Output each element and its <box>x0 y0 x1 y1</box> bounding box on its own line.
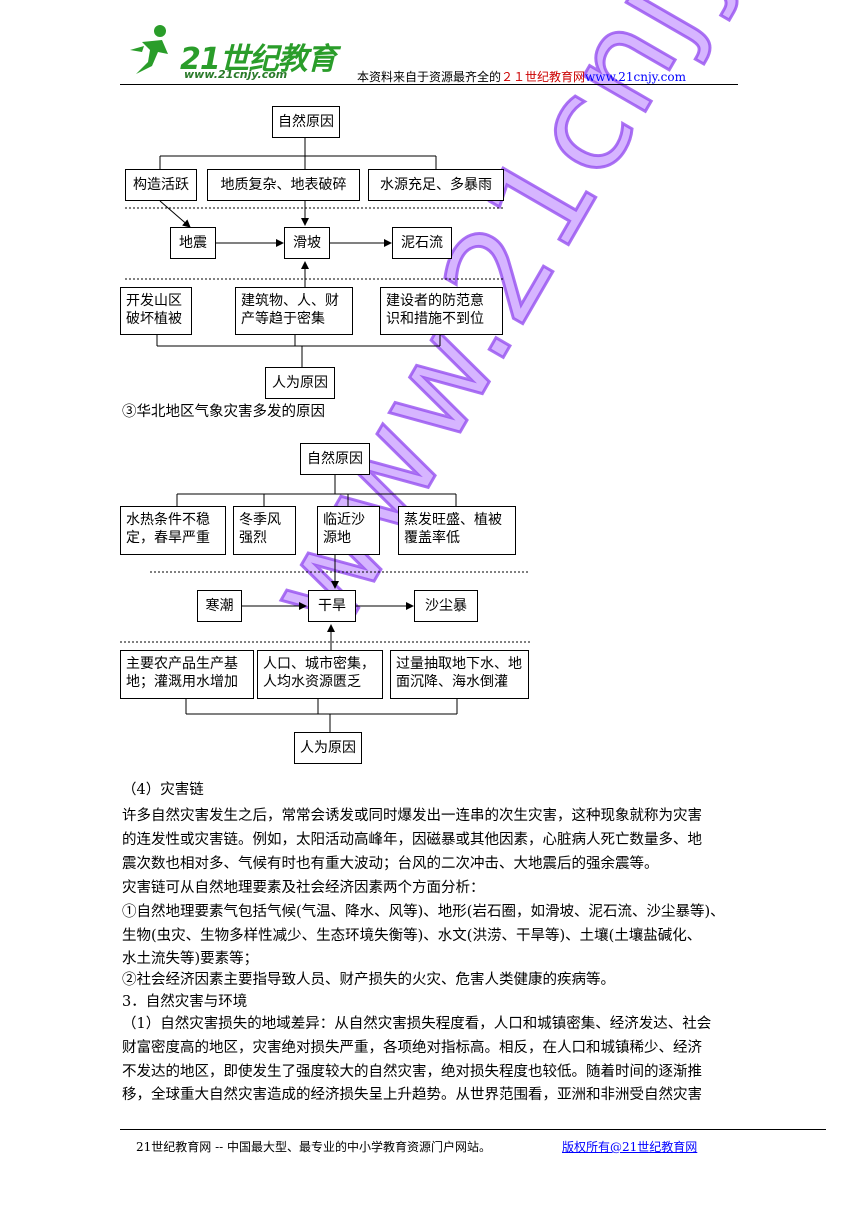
d1-human-text: 产等趋于密集 <box>241 311 325 327</box>
d2-natural-text: 蒸发旺盛、植被 <box>404 512 502 528</box>
paragraph-line: 生物(虫灾、生物多样性减少、生态环境失衡等)、水文(洪涝、干旱等)、土壤(土壤盐… <box>122 928 702 944</box>
d1-human-text: 开发山区 <box>126 293 182 309</box>
logo-url: www.21cnjy.com <box>184 68 288 81</box>
header-source: 本资料来自于资源最齐全的２１世纪教育网www.21cnjy.com <box>357 68 686 85</box>
header-rule <box>120 84 738 85</box>
paragraph-line: ①自然地理要素气包括气候(气温、降水、风等)、地形(岩石圈，如滑坡、泥石流、沙尘… <box>122 904 725 920</box>
d2-natural-text: 强烈 <box>239 530 267 546</box>
d1-landslide: 滑坡 <box>284 227 330 259</box>
d2-human-item: 过量抽取地下水、地 面沉降、海水倒灌 <box>390 650 529 699</box>
d2-human-text: 人口、城市密集， <box>263 656 375 672</box>
d1-human-text: 建筑物、人、财 <box>241 293 339 309</box>
d2-natural-item: 蒸发旺盛、植被 覆盖率低 <box>398 506 516 555</box>
d2-drought: 干旱 <box>308 590 356 622</box>
d2-human-text: 人均水资源匮乏 <box>263 674 361 690</box>
d2-natural-item: 水热条件不稳 定，春旱严重 <box>120 506 226 555</box>
paragraph-line: 灾害链可从自然地理要素及社会经济因素两个方面分析： <box>122 880 485 896</box>
section-3-title: ③华北地区气象灾害多发的原因 <box>122 404 325 420</box>
footer-rule <box>120 1129 826 1130</box>
d2-human-text: 地；灌溉用水增加 <box>126 674 238 690</box>
d2-natural-text: 定，春旱严重 <box>126 530 210 546</box>
d2-natural-text: 临近沙 <box>323 512 365 528</box>
d1-human-causes: 人为原因 <box>265 367 335 399</box>
paragraph-line: ②社会经济因素主要指导致人员、财产损失的火灾、危害人类健康的疾病等。 <box>122 972 615 988</box>
d1-natural-item: 构造活跃 <box>125 169 197 201</box>
d2-human-text: 主要农产品生产基 <box>126 656 238 672</box>
paragraph-line: 不发达的地区，即使发生了强度较大的自然灾害，绝对损失程度也较低。随着时间的逐渐推 <box>122 1064 702 1080</box>
d2-natural-text: 水热条件不稳 <box>126 512 210 528</box>
d1-human-text: 识和措施不到位 <box>386 311 484 327</box>
source-prefix: 本资料来自于资源最齐全的 <box>357 70 502 84</box>
d2-human-text: 过量抽取地下水、地 <box>396 656 522 672</box>
source-site: ２１世纪教育网 <box>501 70 586 84</box>
site-logo: 21世纪教育 www.21cnjy.com <box>122 22 342 82</box>
d1-natural-item: 水源充足、多暴雨 <box>368 169 504 201</box>
d2-natural-item: 冬季风 强烈 <box>233 506 296 555</box>
paragraph-line: 移，全球重大自然灾害造成的经济损失呈上升趋势。从世界范围看，亚洲和非洲受自然灾害 <box>122 1087 702 1103</box>
d2-natural-text: 覆盖率低 <box>404 530 460 546</box>
d2-natural-item: 临近沙 源地 <box>317 506 380 555</box>
paragraph-line: 的连发性或灾害链。例如，太阳活动高峰年，因磁暴或其他因素，心脏病人死亡数量多、地 <box>122 832 702 848</box>
d1-human-item: 建设者的防范意 识和措施不到位 <box>380 287 503 335</box>
footer-copyright-link[interactable]: 版权所有@21世纪教育网 <box>562 1138 697 1155</box>
copyright-link-text[interactable]: 版权所有@21世纪教育网 <box>562 1140 698 1154</box>
heading-disaster-chain: （4）灾害链 <box>122 782 204 798</box>
d2-natural-causes: 自然原因 <box>300 443 370 475</box>
d2-human-item: 人口、城市密集， 人均水资源匮乏 <box>257 650 383 699</box>
d1-natural-causes: 自然原因 <box>272 106 340 138</box>
d2-human-item: 主要农产品生产基 地；灌溉用水增加 <box>120 650 254 699</box>
d1-debris-flow: 泥石流 <box>392 227 452 259</box>
d1-human-text: 建设者的防范意 <box>386 293 484 309</box>
paragraph-line: （1）自然灾害损失的地域差异：从自然灾害损失程度看，人口和城镇密集、经济发达、社… <box>122 1016 712 1032</box>
runner-icon <box>130 25 168 74</box>
d1-human-text: 破坏植被 <box>126 311 182 327</box>
d2-sandstorm: 沙尘暴 <box>414 590 478 622</box>
d2-human-text: 面沉降、海水倒灌 <box>396 674 508 690</box>
d1-human-item: 开发山区 破坏植被 <box>120 287 192 335</box>
source-url[interactable]: www.21cnjy.com <box>585 70 686 84</box>
d2-natural-text: 源地 <box>323 530 351 546</box>
d2-human-causes: 人为原因 <box>294 732 362 764</box>
paragraph-line: 震次数也相对多、气候有时也有重大波动；台风的二次冲击、大地震后的强余震等。 <box>122 856 659 872</box>
logo-text: 21世纪教育 <box>180 42 337 77</box>
d2-cold-wave: 寒潮 <box>197 590 242 622</box>
d1-natural-item: 地质复杂、地表破碎 <box>207 169 360 201</box>
d1-human-item: 建筑物、人、财 产等趋于密集 <box>235 287 353 335</box>
d1-earthquake: 地震 <box>170 227 216 259</box>
d2-natural-text: 冬季风 <box>239 512 281 528</box>
paragraph-line: 水土流失等)要素等； <box>122 951 259 967</box>
paragraph-line: 许多自然灾害发生之后，常常会诱发或同时爆发出一连串的次生灾害，这种现象就称为灾害 <box>122 808 702 824</box>
paragraph-line: 财富密度高的地区，灾害绝对损失严重，各项绝对指标高。相反，在人口和城镇稀少、经济 <box>122 1040 702 1056</box>
heading-disasters-environment: 3．自然灾害与环境 <box>122 994 248 1010</box>
footer-left: 21世纪教育网 -- 中国最大型、最专业的中小学教育资源门户网站。 <box>136 1140 492 1154</box>
